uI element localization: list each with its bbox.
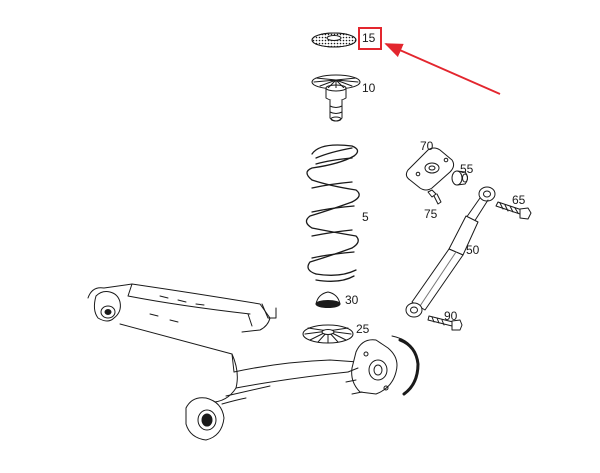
- part-label-10[interactable]: 10: [362, 81, 376, 95]
- part-label-65[interactable]: 65: [512, 193, 526, 207]
- part-label-70[interactable]: 70: [420, 139, 434, 153]
- rear-axle-beam: [87, 283, 359, 441]
- wheel-carrier: [345, 335, 420, 396]
- pointer-arrow: [384, 43, 501, 95]
- part-label-55[interactable]: 55: [460, 162, 474, 176]
- part-label-25[interactable]: 25: [356, 322, 370, 336]
- bolt-small: [427, 189, 442, 205]
- part-label-50[interactable]: 50: [466, 243, 480, 257]
- spring-pad-top: [311, 32, 357, 48]
- part-label-75[interactable]: 75: [424, 207, 438, 221]
- shock-upper-bolt: [495, 201, 532, 220]
- bushing: [451, 170, 468, 186]
- lower-spring-seat: [302, 324, 354, 344]
- part-label-30[interactable]: 30: [345, 293, 359, 307]
- shock-mount-plate: [405, 147, 455, 191]
- upper-spring-seat: [311, 74, 361, 122]
- coil-spring: [305, 144, 360, 282]
- part-label-5[interactable]: 5: [362, 210, 369, 224]
- bump-stop: [315, 291, 341, 308]
- highlight-box-part-15: [358, 27, 382, 50]
- shock-lower-bolt: [427, 315, 463, 331]
- shock-absorber: [405, 186, 496, 318]
- part-label-90[interactable]: 90: [444, 309, 458, 323]
- part-label-15[interactable]: 15: [362, 31, 376, 45]
